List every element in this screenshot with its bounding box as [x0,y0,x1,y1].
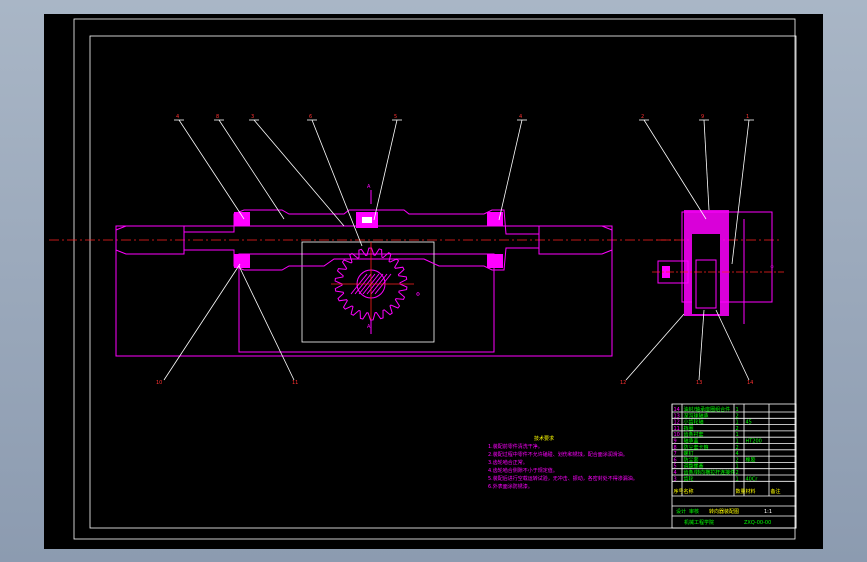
bom-header: 序号 [674,488,684,495]
bom-cell: 挡圈 [684,425,694,432]
tech-note-2: 2.装配过程中零件不允许磕碰、划伤和锈蚀，配合面涂润滑油。 [488,451,628,458]
side-view: ∞ 2 9 1 12 13 14 [620,114,784,386]
section-mark-a2: A [367,324,371,330]
bom-cell: 橡胶 [746,456,756,463]
left-rod-end [115,225,185,255]
tech-note-1: 1.装配前零件清洗干净。 [488,443,543,450]
balloon-4b: 4 [519,114,522,120]
balloon-6: 6 [309,114,312,120]
right-seal-block-low [487,254,503,268]
gear-dim: Φ [416,292,420,298]
drawing-canvas: A A Φ 4 8 3 6 5 4 10 11 ∞ [44,14,823,549]
bom-cell: 45 [746,420,752,426]
balloon-5: 5 [394,114,397,120]
rack-housing-outline [115,225,613,357]
bom-cell: HT200 [746,439,762,445]
section-mark-a1: A [367,184,371,190]
bom-cell: 4 [736,451,739,457]
bom-cell: 3 [674,476,677,482]
bom-cell: 调整螺塞 [684,463,704,470]
tech-note-4: 4.齿轮啮合侧隙不小于规定值。 [488,467,558,474]
tech-title: 技术要求 [534,435,554,442]
drawing-scale: 1:1 [764,509,772,515]
tech-note-3: 3.齿轮啮合正常。 [488,459,528,466]
left-seal-block [234,212,250,226]
right-seal-block [487,212,503,226]
bom-header: 名称 [684,488,694,495]
balloon-14: 14 [747,380,753,386]
gear-housing-outline [238,253,495,353]
bom-cell: 12 [674,420,680,426]
sign-design: 设计 [676,508,686,515]
bom-cell: 4 [674,470,677,476]
leaders-main: 4 8 3 6 5 4 10 11 [156,114,527,386]
balloon-12: 12 [620,380,626,386]
side-bearing [695,259,717,309]
bom-cell: 14 [674,407,680,413]
balloon-13: 13 [696,380,702,386]
bom-cell: 小齿轮轴 [684,419,704,426]
tech-note-5: 5.装配后进行空载运转试验，无冲击、振动，各密封处不得渗漏油。 [488,475,638,482]
drawing-number: ZXQ-00-00 [744,520,771,526]
bom-cell: 6 [674,457,677,463]
tech-note-6: 6.外表面涂防锈漆。 [488,483,533,490]
balloon-4a: 4 [176,114,179,120]
bom-cell: 1 [736,407,739,413]
bom-header: 数量 [736,488,746,495]
bom-cell: 齿条衬套 [684,431,704,438]
balloon-11: 11 [292,380,298,386]
sign-review: 审核 [689,508,699,515]
outer-border [73,18,796,540]
left-seal-block-low [234,254,250,268]
bom-cell: 齿条/转向横拉杆连接件 [684,469,736,476]
bom-cell: 1 [736,476,739,482]
bom-header: 备注 [771,488,781,495]
balloon-3: 3 [251,114,254,120]
side-dim-label: ∞ [770,264,774,270]
bom-cell: 40Cr [746,476,759,482]
bom-cell: 2 [736,413,739,419]
bom-cell: 轴承盖 [684,438,699,445]
bom-cell: 1 [736,439,739,445]
bom-header: 材料 [746,488,756,495]
bom-cell: 10 [674,432,680,438]
tech-requirements: 技术要求 1.装配前零件清洗干净。2.装配过程中零件不允许磕碰、划伤和锈蚀，配合… [488,435,638,490]
bom-cell: 2 [736,457,739,463]
bom-cell: 防尘套卡箍 [684,444,709,451]
gear-box [301,241,435,343]
tech-notes: 1.装配前零件清洗干净。2.装配过程中零件不允许磕碰、划伤和锈蚀，配合面涂润滑油… [488,443,638,490]
balloon-2: 2 [641,114,644,120]
main-view: A A Φ [115,184,613,357]
bom-cell: 7 [674,451,677,457]
bom-cell: 11 [674,426,680,432]
inner-border [89,35,797,529]
bom-cell: 2 [736,470,739,476]
bom-cell: 油封/轴承座圈组合件 [684,406,731,413]
school-name: 机械工程学院 [684,519,714,526]
bom-cell: 深沟球轴承 [684,412,709,419]
cad-drawing: A A Φ 4 8 3 6 5 4 10 11 ∞ [49,18,797,540]
bom-cell: 5 [674,464,677,470]
drawing-name: 转向器装配图 [709,508,739,515]
bom-cell: 9 [674,439,677,445]
bom-cell: 防尘套 [684,456,699,463]
balloon-1: 1 [746,114,749,120]
balloon-10: 10 [156,380,162,386]
bom-cell: 1 [736,464,739,470]
bom-cell: 13 [674,413,680,419]
balloon-8: 8 [216,114,219,120]
right-rod-end [538,225,613,255]
balloon-9: 9 [701,114,704,120]
bom-cell: 1 [736,432,739,438]
side-cavity [692,234,720,314]
bom-cell: 齿轮 [684,475,694,482]
bom-cell: 螺钉 [684,450,694,457]
bom-cell: 2 [736,426,739,432]
bom-cell: 1 [736,420,739,426]
bom-cell: 8 [674,445,677,451]
bom-cell: 2 [736,445,739,451]
top-plug-center [362,217,372,223]
